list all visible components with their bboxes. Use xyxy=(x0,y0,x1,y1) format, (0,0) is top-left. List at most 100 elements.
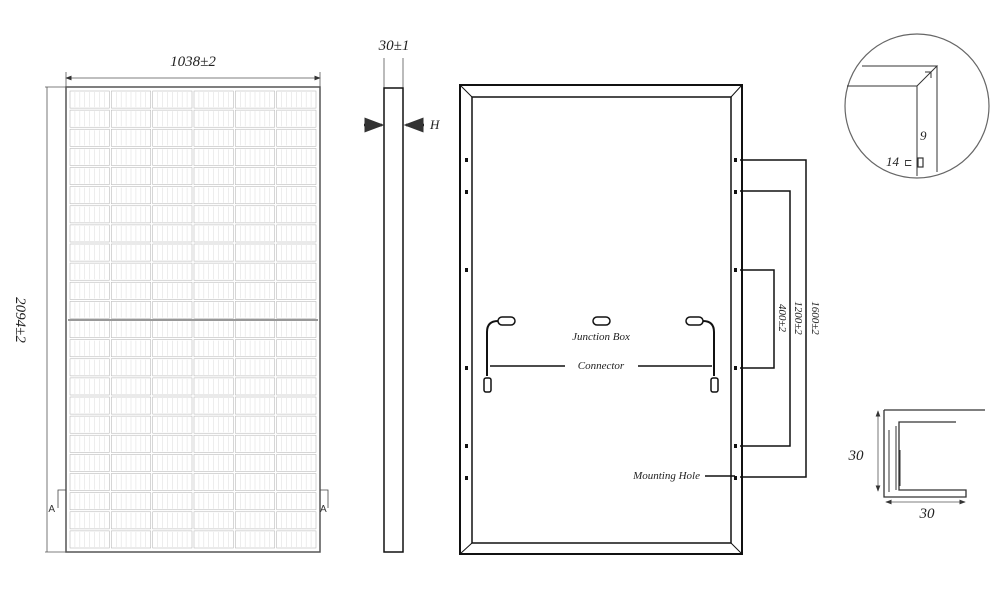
mounting-hole-label: Mounting Hole xyxy=(632,470,700,482)
solar-cell xyxy=(152,530,193,549)
solar-cell xyxy=(152,128,193,147)
solar-cell xyxy=(111,473,151,491)
solar-cell xyxy=(193,358,234,377)
solar-cell xyxy=(152,205,193,224)
mounting-holes xyxy=(465,158,737,480)
solar-cell xyxy=(69,148,110,166)
solar-cell xyxy=(111,148,151,166)
solar-cell xyxy=(152,167,193,185)
solar-cell xyxy=(69,377,110,396)
solar-cell xyxy=(69,473,110,491)
profile-height-label: 30 xyxy=(848,448,865,464)
dim-1600-line xyxy=(740,159,807,478)
solar-cell xyxy=(69,128,110,147)
solar-cell xyxy=(235,148,275,166)
solar-cell xyxy=(276,186,317,205)
solar-cell xyxy=(193,415,234,434)
solar-cell xyxy=(69,415,110,434)
solar-cell xyxy=(193,396,234,415)
solar-cell xyxy=(69,358,110,377)
solar-cell xyxy=(152,90,193,109)
solar-cell xyxy=(69,224,110,243)
solar-cell xyxy=(69,262,110,281)
solar-cell xyxy=(235,415,275,434)
solar-cell xyxy=(235,205,275,224)
solar-cell xyxy=(235,377,275,396)
solar-cell xyxy=(69,339,110,358)
solar-cell xyxy=(111,301,151,319)
solar-cell xyxy=(276,301,317,319)
solar-cell xyxy=(152,109,193,128)
dim-400-line xyxy=(740,269,775,369)
side-profile xyxy=(383,87,404,553)
solar-cell xyxy=(152,396,193,415)
solar-cell xyxy=(152,492,193,511)
solar-cell xyxy=(193,109,234,128)
junction-box-label: Junction Box xyxy=(572,331,630,343)
solar-cell xyxy=(235,128,275,147)
svg-text:⊏: ⊏ xyxy=(904,158,912,169)
connector-left xyxy=(483,377,492,393)
solar-cell xyxy=(276,128,317,147)
solar-cell xyxy=(276,454,317,472)
solar-cell xyxy=(111,243,151,262)
solar-cell xyxy=(276,148,317,166)
connector-label: Connector xyxy=(578,360,625,372)
solar-cell xyxy=(235,301,275,319)
junction-box-center xyxy=(592,316,611,326)
solar-cell xyxy=(235,90,275,109)
section-label-h: H xyxy=(429,117,440,132)
section-mark-left: A xyxy=(48,504,55,515)
solar-cell xyxy=(152,301,193,319)
solar-cell xyxy=(69,454,110,472)
solar-cell xyxy=(69,530,110,549)
solar-cell xyxy=(235,224,275,243)
profile-width-label: 30 xyxy=(919,506,936,522)
solar-cell xyxy=(193,492,234,511)
solar-cell xyxy=(235,454,275,472)
solar-cell xyxy=(193,148,234,166)
solar-cell xyxy=(111,109,151,128)
solar-cell xyxy=(111,281,151,300)
solar-cell xyxy=(276,358,317,377)
solar-cell xyxy=(69,243,110,262)
solar-cell xyxy=(152,511,193,530)
solar-cell xyxy=(69,511,110,530)
solar-cell xyxy=(111,339,151,358)
width-dimension-label: 1038±2 xyxy=(170,54,216,70)
solar-cell xyxy=(111,224,151,243)
solar-cell xyxy=(193,434,234,453)
cable-right xyxy=(702,320,715,376)
dim-1600-label: 1600±2 xyxy=(809,301,821,335)
solar-cell xyxy=(69,434,110,453)
solar-cell xyxy=(152,262,193,281)
solar-cell xyxy=(69,167,110,185)
solar-cell xyxy=(193,377,234,396)
solar-cell xyxy=(235,434,275,453)
corner-detail: 9 14 ⊏ xyxy=(844,33,990,179)
solar-cell xyxy=(276,492,317,511)
solar-cell xyxy=(193,224,234,243)
junction-box-right xyxy=(685,316,704,326)
solar-cell xyxy=(235,511,275,530)
solar-cell xyxy=(69,205,110,224)
solar-cell xyxy=(235,339,275,358)
solar-cell xyxy=(193,530,234,549)
solar-cell xyxy=(111,205,151,224)
solar-cell xyxy=(69,109,110,128)
solar-cell xyxy=(152,243,193,262)
junction-box-left xyxy=(497,316,516,326)
solar-cell xyxy=(276,377,317,396)
solar-cell xyxy=(69,281,110,300)
solar-cell xyxy=(111,434,151,453)
solar-cell xyxy=(276,530,317,549)
solar-cell xyxy=(193,205,234,224)
dim-1200-line xyxy=(740,190,791,447)
height-dimension-label: 2094±2 xyxy=(12,297,28,343)
solar-cell xyxy=(193,90,234,109)
solar-cell xyxy=(111,492,151,511)
solar-cell xyxy=(235,186,275,205)
thickness-dimension-label: 30±1 xyxy=(378,38,410,54)
solar-cell xyxy=(276,262,317,281)
